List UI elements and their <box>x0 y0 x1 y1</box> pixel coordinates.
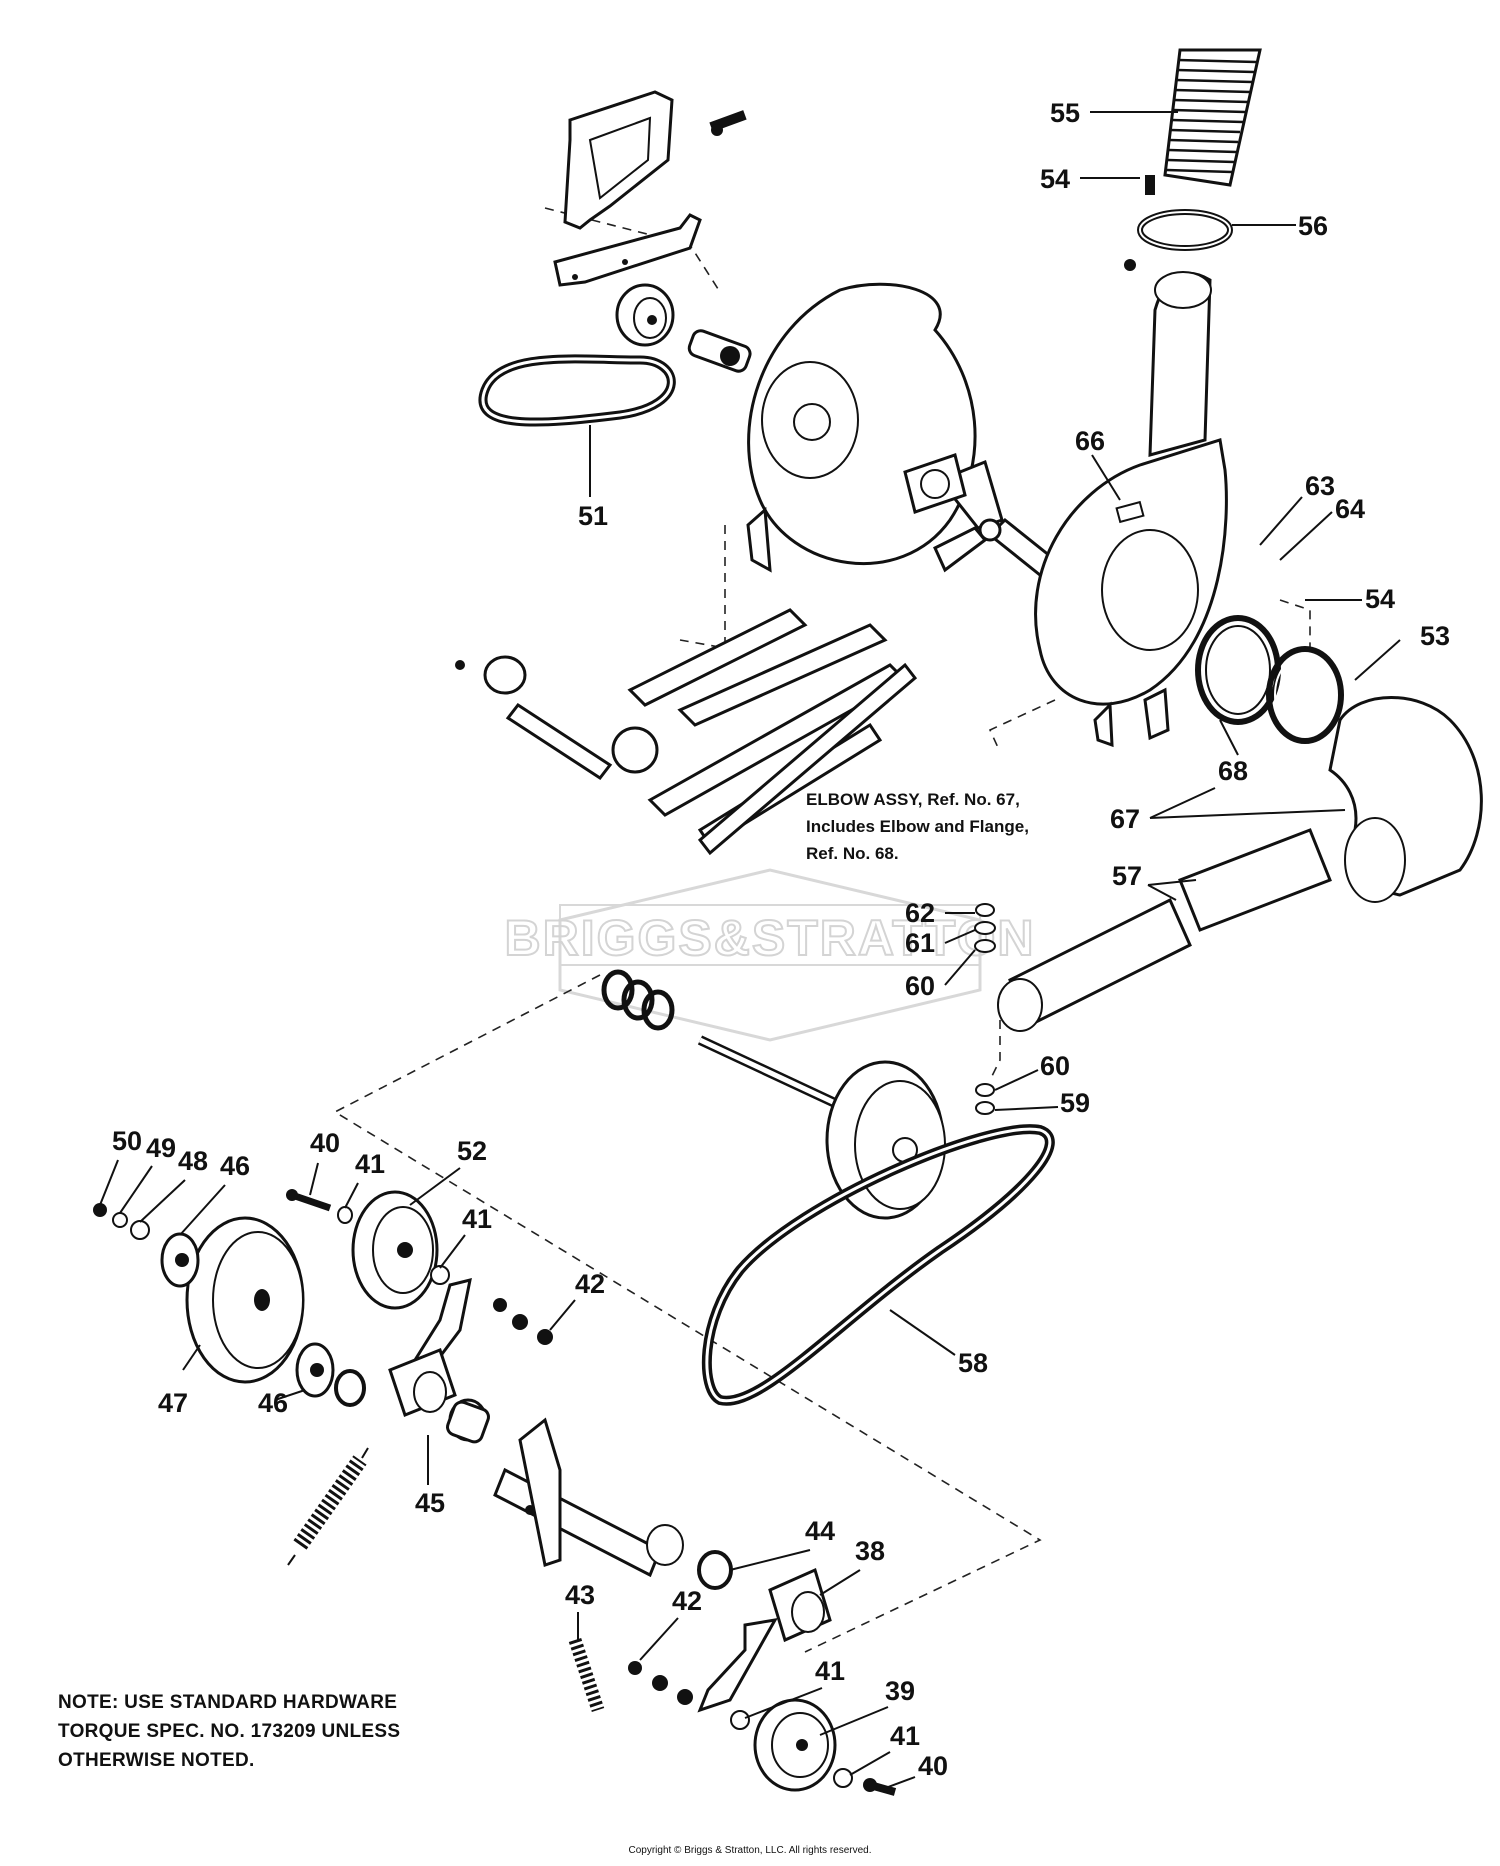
blower-housing-front <box>1034 438 1228 748</box>
callout-54-lower: 54 <box>1365 584 1395 614</box>
callout-51: 51 <box>578 501 608 531</box>
callout-60: 60 <box>905 971 935 1001</box>
bearing-46-lower <box>295 1342 335 1398</box>
callout-45: 45 <box>415 1488 445 1518</box>
callout-47: 47 <box>158 1388 188 1418</box>
callout-40-lower: 40 <box>918 1751 948 1781</box>
callout-60-lower: 60 <box>1040 1051 1070 1081</box>
idler-arm-lower <box>697 1567 832 1713</box>
callout-42: 42 <box>575 1269 605 1299</box>
tube-57 <box>997 828 1332 1032</box>
bolt-40-upper <box>286 1189 450 1285</box>
callout-41-d: 41 <box>890 1721 920 1751</box>
discharge-chute <box>1148 271 1212 457</box>
idler-pulley-39 <box>753 1698 837 1792</box>
torque-note-line: OTHERWISE NOTED. <box>58 1750 255 1771</box>
callout-39: 39 <box>885 1676 915 1706</box>
blower-housing-rear <box>746 282 977 573</box>
elbow-note-line: ELBOW ASSY, Ref. No. 67, <box>806 790 1020 809</box>
washers-60-61-62 <box>974 903 996 1115</box>
callout-56: 56 <box>1298 211 1328 241</box>
elbow-note-line: Ref. No. 68. <box>806 844 899 863</box>
blower-mount-frame <box>627 608 918 856</box>
callout-42-lower: 42 <box>672 1586 702 1616</box>
briggs-stratton-watermark: BRIGGS&STRATTON <box>504 868 1036 1042</box>
callout-61: 61 <box>905 928 935 958</box>
drive-shaft-assembly <box>601 969 946 1220</box>
elbow-note-line: Includes Elbow and Flange, <box>806 817 1029 836</box>
elbow-67 <box>1328 696 1483 903</box>
bolt-top <box>709 110 747 136</box>
callout-labels: 55 54 56 51 66 63 64 54 53 68 67 57 62 6… <box>112 98 1450 1781</box>
leader-lines <box>99 111 1401 1791</box>
callout-52: 52 <box>457 1136 487 1166</box>
clamp-53 <box>1266 646 1344 744</box>
belt-51-inner <box>481 357 673 424</box>
flexible-hose-55 <box>1163 48 1262 187</box>
copyright-footer: Copyright © Briggs & Stratton, LLC. All … <box>628 1845 872 1856</box>
callout-41-b: 41 <box>462 1204 492 1234</box>
callout-63: 63 <box>1305 471 1335 501</box>
pivot-shaft <box>455 655 659 781</box>
callout-41: 41 <box>355 1149 385 1179</box>
idler-arm-upper <box>388 1277 472 1417</box>
idler-pulley-52 <box>351 1190 439 1310</box>
spring-43 <box>568 1637 605 1713</box>
callout-46: 46 <box>220 1151 250 1181</box>
callout-38: 38 <box>855 1536 885 1566</box>
callout-66: 66 <box>1075 426 1105 456</box>
nuts-42-lower <box>628 1661 693 1705</box>
spring-upper <box>287 1447 369 1566</box>
watermark-text: BRIGGS&STRATTON <box>505 910 1036 966</box>
callout-46-lower: 46 <box>258 1388 288 1418</box>
elbow-assy-note: ELBOW ASSY, Ref. No. 67, Includes Elbow … <box>806 786 1029 867</box>
callout-50: 50 <box>112 1126 142 1156</box>
small-screw-54-top <box>1124 175 1155 271</box>
callout-40: 40 <box>310 1128 340 1158</box>
callout-55: 55 <box>1050 98 1080 128</box>
chute-clamp-56 <box>1137 209 1233 251</box>
washer-41-ring <box>334 1369 366 1407</box>
callout-49: 49 <box>146 1133 176 1163</box>
callout-58: 58 <box>958 1348 988 1378</box>
nuts-42-upper <box>493 1298 553 1345</box>
callout-68: 68 <box>1218 756 1248 786</box>
callout-43: 43 <box>565 1580 595 1610</box>
callout-54: 54 <box>1040 164 1070 194</box>
flange-68 <box>1195 615 1281 725</box>
torque-spec-note: NOTE: USE STANDARD HARDWARE TORQUE SPEC.… <box>58 1688 400 1775</box>
callout-53: 53 <box>1420 621 1450 651</box>
belt-guard-bracket <box>553 90 702 287</box>
torque-note-line: TORQUE SPEC. NO. 173209 UNLESS <box>58 1721 401 1742</box>
torque-note-line: NOTE: USE STANDARD HARDWARE <box>58 1692 398 1713</box>
washers-48-49-50 <box>93 1203 150 1240</box>
callout-64: 64 <box>1335 494 1365 524</box>
pulley-47 <box>185 1216 305 1384</box>
belt-58-inner <box>705 1127 1052 1403</box>
center-pivot-tube <box>448 1398 733 1590</box>
fan-hub-bearing <box>903 453 967 514</box>
blower-pulley-small <box>615 283 675 347</box>
callout-57: 57 <box>1112 861 1142 891</box>
callout-44: 44 <box>805 1516 835 1546</box>
callout-62: 62 <box>905 898 935 928</box>
callout-48: 48 <box>178 1146 208 1176</box>
bushing-45 <box>446 1400 490 1444</box>
bolt-40-lower <box>730 1710 897 1796</box>
callout-67: 67 <box>1110 804 1140 834</box>
shaft-bearing-upper <box>687 329 752 373</box>
callout-41-c: 41 <box>815 1656 845 1686</box>
callout-59: 59 <box>1060 1088 1090 1118</box>
bearing-46-upper <box>160 1232 200 1288</box>
